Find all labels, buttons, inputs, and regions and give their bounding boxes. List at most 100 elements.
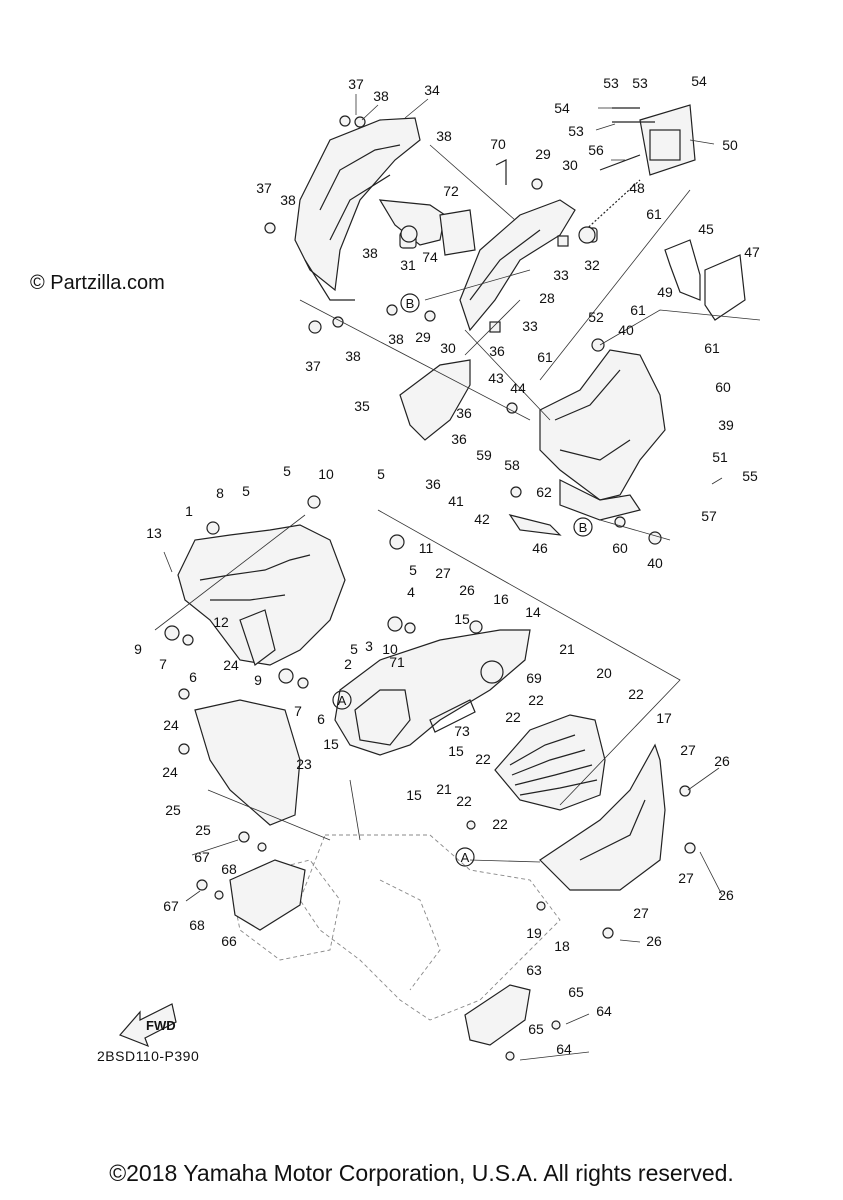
callout: 5 [283, 463, 291, 479]
grille-20 [494, 714, 606, 811]
callout: 45 [698, 221, 714, 237]
callout: 37 [348, 76, 364, 92]
callout: 65 [528, 1021, 544, 1037]
callout: 38 [388, 331, 404, 347]
callout: 22 [475, 751, 491, 767]
fwd-label: FWD [146, 1018, 176, 1033]
callout: 47 [744, 244, 760, 260]
callout: 54 [691, 73, 707, 89]
callout: 24 [162, 764, 178, 780]
callout: 38 [362, 245, 378, 261]
callout: 64 [556, 1041, 572, 1057]
callout: 55 [742, 468, 758, 484]
callout: 11 [419, 540, 434, 556]
callout: 4 [407, 584, 415, 600]
callout: 36 [456, 405, 472, 421]
callout: 22 [528, 692, 544, 708]
callout: 65 [568, 984, 584, 1000]
fasteners [164, 115, 696, 1061]
callout: 7 [159, 656, 167, 672]
copyright-text: ©2018 Yamaha Motor Corporation, U.S.A. A… [109, 1160, 734, 1186]
callout: 26 [714, 753, 730, 769]
callout: 72 [443, 183, 459, 199]
callout: 38 [436, 128, 452, 144]
callout: 32 [584, 257, 600, 273]
callout: 40 [618, 322, 634, 338]
callout: 26 [646, 933, 662, 949]
callout: 30 [440, 340, 456, 356]
callout: 10 [318, 466, 334, 482]
watermark-text: © Partzilla.com [30, 272, 165, 294]
callout: 68 [189, 917, 205, 933]
callout: 37 [305, 358, 321, 374]
callout: 63 [526, 962, 542, 978]
cowling-body-14 [334, 629, 531, 756]
vehicle-frame [229, 834, 561, 1021]
callout: 38 [373, 88, 389, 104]
callout: 50 [722, 137, 738, 153]
callout: 5 [350, 641, 358, 657]
panel-23 [194, 699, 301, 826]
meter-bracket [579, 104, 696, 236]
callout: 23 [296, 756, 312, 772]
callout: 40 [647, 555, 663, 571]
callout: 53 [603, 75, 619, 91]
svg-text:A: A [461, 850, 470, 865]
callout: 26 [459, 582, 475, 598]
callout: 57 [701, 508, 717, 524]
callout: 38 [280, 192, 296, 208]
guard-66 [229, 859, 306, 931]
callout: 69 [526, 670, 542, 686]
callout: 36 [425, 476, 441, 492]
callout: 61 [630, 302, 646, 318]
callout: 25 [195, 822, 211, 838]
side-panel-35 [399, 359, 471, 441]
callout: 39 [718, 417, 734, 433]
callout: 67 [163, 898, 179, 914]
callout: 27 [678, 870, 694, 886]
callout: 7 [294, 703, 302, 719]
inner-cowling-panel [294, 117, 446, 301]
guard-63 [464, 984, 531, 1046]
callout: 51 [712, 449, 728, 465]
callout: 18 [554, 938, 570, 954]
inner-panel-28 [459, 199, 598, 333]
callout: 5 [242, 483, 250, 499]
fender-bracket-39 [508, 349, 666, 536]
callout: 3 [365, 638, 373, 654]
cowling-body-1 [177, 524, 346, 666]
callout: 1 [185, 503, 193, 519]
callout: 70 [490, 136, 506, 152]
callout: 61 [537, 349, 553, 365]
callout: 29 [535, 146, 551, 162]
callout: 49 [657, 284, 673, 300]
callout: 33 [553, 267, 569, 283]
callout: 61 [704, 340, 720, 356]
callout: 73 [454, 723, 470, 739]
reference-lines [154, 144, 761, 863]
callout: 56 [588, 142, 604, 158]
callout: 29 [415, 329, 431, 345]
callout: 36 [451, 431, 467, 447]
callout: 26 [718, 887, 734, 903]
callout: 14 [525, 604, 541, 620]
svg-text:B: B [406, 296, 415, 311]
callout: 52 [588, 309, 604, 325]
callout: 12 [213, 614, 229, 630]
callout: 24 [163, 717, 179, 733]
callout: 58 [504, 457, 520, 473]
callout: 25 [165, 802, 181, 818]
callout: 6 [317, 711, 325, 727]
callout: 36 [489, 343, 505, 359]
callout: 27 [680, 742, 696, 758]
callout: 22 [492, 816, 508, 832]
callout: 21 [436, 781, 452, 797]
callout: 38 [345, 348, 361, 364]
callout: 15 [454, 611, 470, 627]
callout: 9 [134, 641, 142, 657]
fwd-arrow: FWD [118, 1003, 177, 1048]
callout: 15 [406, 787, 422, 803]
callout: 20 [596, 665, 612, 681]
callout: 24 [223, 657, 239, 673]
